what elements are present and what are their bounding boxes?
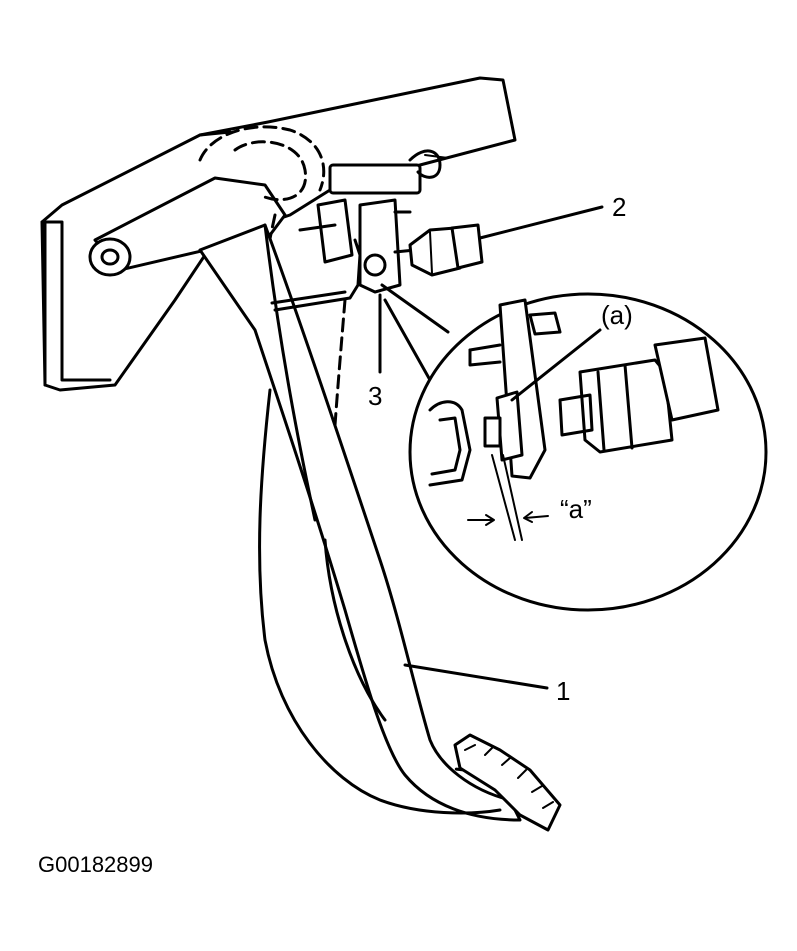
- stop-lamp-switch: [408, 223, 484, 277]
- pedal-mounting-bracket: [40, 76, 517, 392]
- figure-code: G00182899: [38, 852, 153, 877]
- detail-circle: [408, 292, 768, 612]
- clearance-a-label: “a”: [560, 494, 592, 524]
- magnifier-leaders: [380, 283, 450, 382]
- pedal-pad: [453, 733, 562, 832]
- callout-3-label: 3: [368, 381, 382, 411]
- callout-2-label: 2: [612, 192, 626, 222]
- callout-leaders: [378, 205, 604, 690]
- callout-1-label: 1: [556, 676, 570, 706]
- pivot-arm: [88, 176, 287, 277]
- bracket-wire: [270, 238, 362, 312]
- callout-a-label: (a): [601, 300, 633, 330]
- switch-housing: [298, 149, 449, 294]
